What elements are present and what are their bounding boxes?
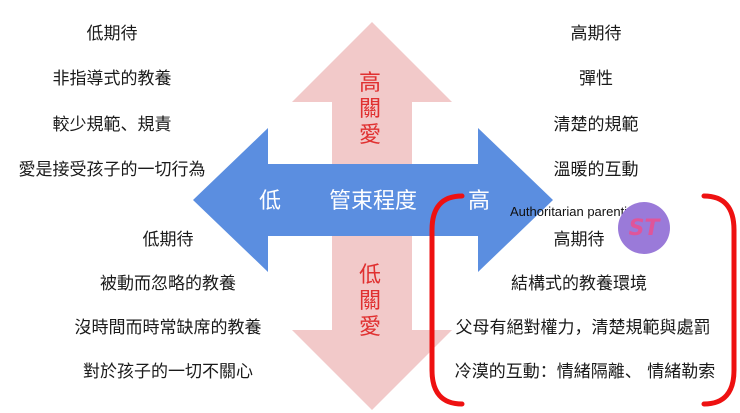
tl-item-4: 愛是接受孩子的一切行為	[18, 160, 206, 180]
top-label-3: 愛	[359, 123, 381, 148]
br-item-2: 結構式的教養環境	[511, 274, 647, 294]
arrow-axis-label: 管束程度	[329, 189, 417, 214]
top-label-1: 高	[359, 71, 381, 96]
horizontal-arrow	[193, 128, 553, 272]
tr-item-3: 清楚的規範	[553, 115, 639, 135]
tr-item-2: 彈性	[579, 69, 613, 89]
bl-item-3: 沒時間而時常缺席的教養	[74, 318, 262, 338]
tr-item-1: 高期待	[570, 24, 622, 44]
authoritarian-annotation: Authoritarian parenting	[510, 204, 642, 219]
bl-item-1: 低期待	[142, 230, 194, 250]
br-item-1: 高期待	[553, 230, 605, 250]
bl-item-4: 對於孩子的一切不關心	[83, 362, 253, 382]
tl-item-1: 低期待	[86, 24, 138, 44]
top-label-2: 關	[359, 97, 381, 122]
bottom-label-3: 愛	[359, 315, 381, 340]
st-badge: ST	[618, 202, 670, 254]
tl-item-3: 較少規範、規責	[52, 115, 172, 135]
bottom-label-2: 關	[359, 289, 381, 314]
bl-item-2: 被動而忽略的教養	[100, 274, 236, 294]
tl-item-2: 非指導式的教養	[52, 69, 172, 89]
right-bracket	[701, 193, 737, 407]
left-bracket	[429, 193, 465, 407]
bottom-label-1: 低	[359, 263, 381, 288]
arrow-high-label: 高	[468, 189, 490, 214]
br-item-4: 冷漠的互動：情緒隔離、 情緒勒索	[454, 362, 716, 382]
br-item-3: 父母有絕對權力，清楚規範與處罰	[455, 318, 711, 338]
tr-item-4: 溫暖的互動	[553, 160, 639, 180]
arrow-low-label: 低	[259, 189, 281, 214]
